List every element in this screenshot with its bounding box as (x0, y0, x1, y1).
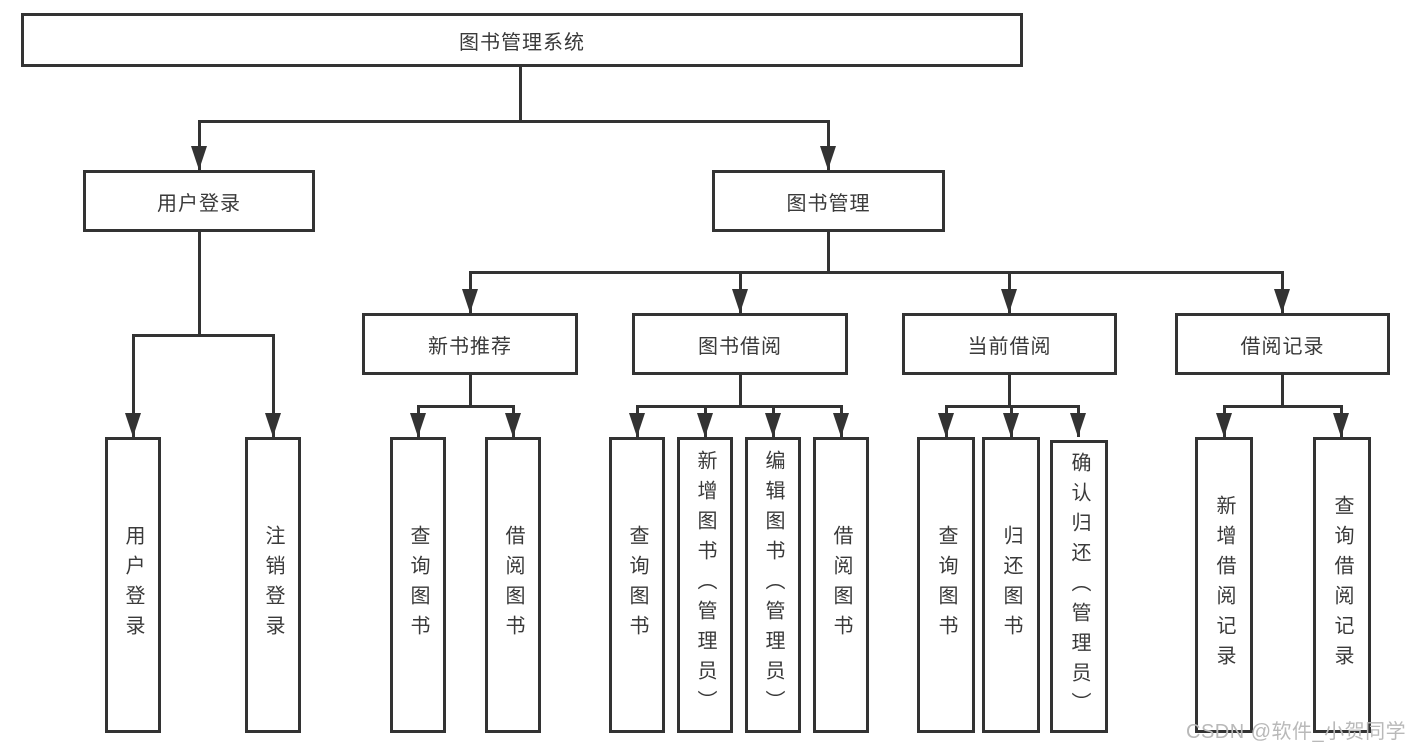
node-label: 图书管理 (786, 192, 871, 215)
node-query-books-1: 查询图书 (390, 437, 446, 733)
connector-h (417, 405, 515, 408)
node-label: 新增借阅记录 (1213, 495, 1235, 675)
node-new-book-recommend: 新书推荐 (362, 313, 578, 375)
node-label: 查询图书 (935, 525, 957, 645)
connector-v (827, 232, 830, 271)
node-book-management: 图书管理 (712, 170, 945, 232)
node-query-borrow-record: 查询借阅记录 (1313, 437, 1371, 733)
arrowhead-down (125, 413, 141, 437)
connector-v (469, 375, 472, 405)
node-current-borrow: 当前借阅 (902, 313, 1117, 375)
node-borrow-records: 借阅记录 (1175, 313, 1390, 375)
node-label: 用户登录 (122, 525, 144, 645)
connector-v (827, 120, 830, 170)
arrowhead-down (1001, 289, 1017, 313)
node-confirm-return-admin: 确认归还（管理员） (1050, 440, 1108, 733)
connector-h (636, 405, 842, 408)
arrowhead-down (505, 413, 521, 437)
arrowhead-down (1274, 289, 1290, 313)
connector-h (198, 120, 830, 123)
arrowhead-down (1003, 413, 1019, 437)
connector-v (1008, 375, 1011, 405)
arrowhead-down (833, 413, 849, 437)
connector-v (272, 334, 275, 437)
node-label: 归还图书 (1000, 525, 1022, 645)
node-label: 用户登录 (157, 192, 241, 215)
connector-v (198, 120, 201, 170)
node-user-login: 用户登录 (83, 170, 315, 232)
arrowhead-down (938, 413, 954, 437)
arrowhead-down (410, 413, 426, 437)
arrowhead-down (1216, 413, 1232, 437)
node-label: 借阅图书 (830, 525, 852, 645)
arrowhead-down (629, 413, 645, 437)
connector-h (469, 271, 1283, 274)
node-query-books-3: 查询图书 (917, 437, 975, 733)
node-add-book-admin: 新增图书（管理员） (677, 437, 733, 733)
node-label: 注销登录 (262, 525, 284, 645)
node-query-books-2: 查询图书 (609, 437, 665, 733)
node-label: 借阅图书 (502, 525, 524, 645)
node-logout-leaf: 注销登录 (245, 437, 301, 733)
node-label: 当前借阅 (967, 335, 1052, 358)
node-label: 图书管理系统 (459, 31, 585, 54)
connector-v (1281, 375, 1284, 405)
node-label: 查询借阅记录 (1331, 495, 1353, 675)
arrowhead-down (1333, 413, 1349, 437)
node-label: 新书推荐 (428, 335, 512, 358)
arrowhead-down (265, 413, 281, 437)
node-label: 查询图书 (626, 525, 648, 645)
connector-v (519, 67, 522, 120)
arrowhead-down (191, 146, 207, 170)
arrowhead-down (732, 289, 748, 313)
connector-h (132, 334, 274, 337)
node-label: 编辑图书（管理员） (762, 450, 784, 720)
node-return-books: 归还图书 (982, 437, 1040, 733)
node-add-borrow-record: 新增借阅记录 (1195, 437, 1253, 733)
node-label: 确认归还（管理员） (1068, 451, 1090, 722)
connector-v (739, 375, 742, 405)
connector-h (1223, 405, 1343, 408)
node-label: 借阅记录 (1240, 335, 1325, 358)
node-borrow-books-1: 借阅图书 (485, 437, 541, 733)
arrowhead-down (765, 413, 781, 437)
node-library-system: 图书管理系统 (21, 13, 1023, 67)
node-user-login-leaf: 用户登录 (105, 437, 161, 733)
node-label: 查询图书 (407, 525, 429, 645)
watermark: CSDN @软件_小贺同学 (1186, 721, 1405, 743)
node-borrow-books-2: 借阅图书 (813, 437, 869, 733)
connector-v (132, 334, 135, 437)
arrowhead-down (697, 413, 713, 437)
node-edit-book-admin: 编辑图书（管理员） (745, 437, 801, 733)
arrowhead-down (1070, 413, 1086, 437)
node-label: 图书借阅 (698, 335, 782, 358)
arrowhead-down (462, 289, 478, 313)
node-book-borrow: 图书借阅 (632, 313, 848, 375)
arrowhead-down (820, 146, 836, 170)
node-label: 新增图书（管理员） (694, 450, 716, 720)
connector-v (198, 232, 201, 334)
